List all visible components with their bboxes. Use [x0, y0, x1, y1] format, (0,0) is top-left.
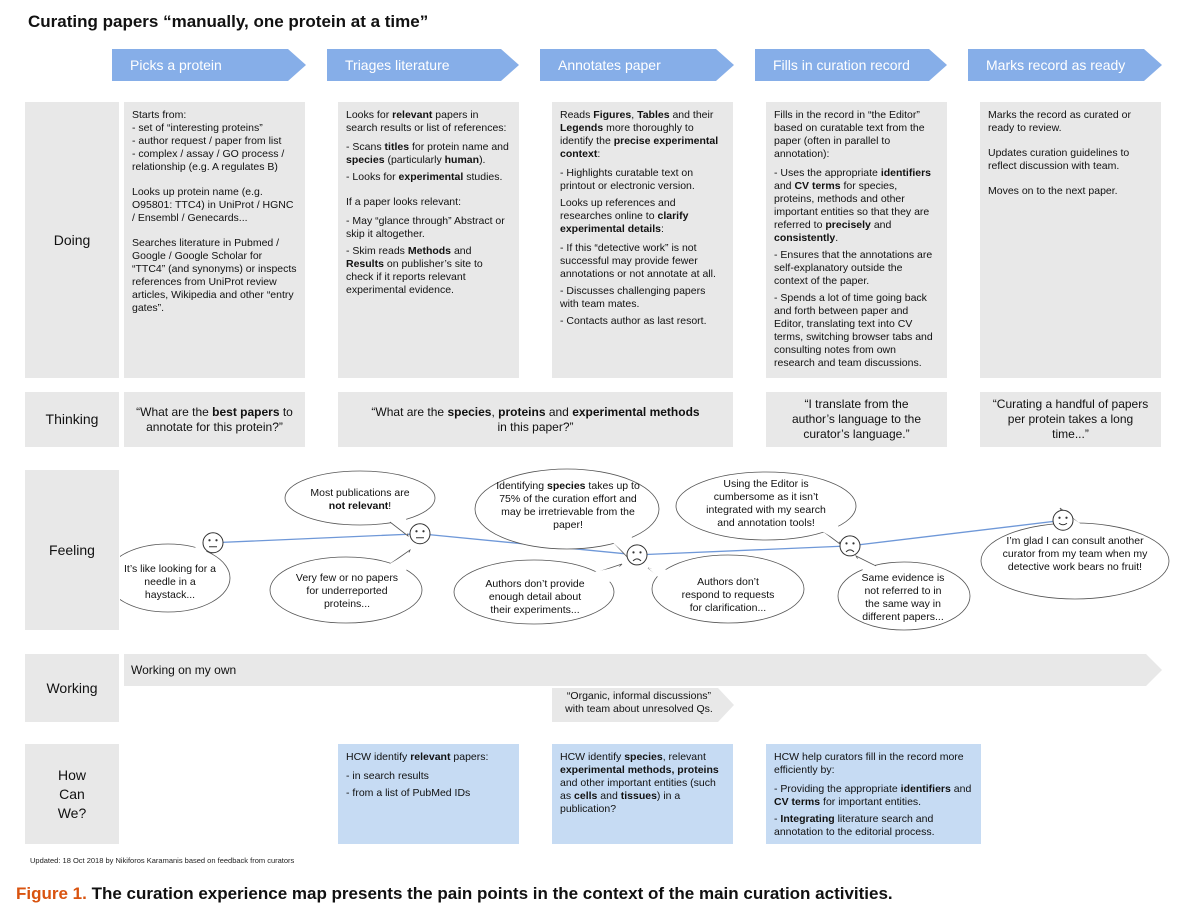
doing-triage-item: Scans titles for protein name and specie…: [346, 141, 511, 167]
doing-picks-item: complex / assay / GO process / relations…: [132, 148, 297, 174]
doing-picks-search: Searches literature in Pubmed / Google /…: [132, 237, 297, 314]
bubble-text-not-relevant: Most publications are not relevant!: [310, 487, 410, 512]
working-arrow-own: [124, 654, 1162, 686]
feeling-diagram: [120, 468, 1170, 631]
working-label-discussions: “Organic, informal discussions” with tea…: [565, 690, 713, 715]
face-icon: [1052, 509, 1074, 531]
doing-picks-lookup: Looks up protein name (e.g. O95801: TTC4…: [132, 186, 294, 224]
bubble-needle-haystack: [120, 538, 231, 613]
phase-triages-literature: Triages literature: [327, 49, 519, 81]
bubble-authors-detail: [453, 559, 623, 625]
doing-annotate-item: Contacts author as last resort.: [560, 315, 725, 328]
doing-triage-condition: If a paper looks relevant:: [346, 196, 461, 208]
row-label-we: We?: [57, 804, 87, 821]
row-label-feeling: Feeling: [25, 470, 119, 630]
bubble-text-editor: Using the Editor is cumbersome as it isn…: [706, 478, 826, 529]
working-label-own: Working on my own: [131, 663, 237, 677]
hcw-fill-intro: HCW help curators fill in the record mor…: [774, 751, 964, 776]
doing-annotate-item: Discusses challenging papers with team m…: [560, 285, 725, 311]
row-label-working: Working: [25, 654, 119, 722]
doing-picks-item: set of “interesting proteins”: [132, 122, 297, 135]
doing-fills-intro: Fills in the record in “the Editor” base…: [774, 109, 925, 160]
thinking-quote-fills: “I translate from the author’s language …: [766, 392, 947, 447]
figure-caption: Figure 1. The curation experience map pr…: [16, 884, 893, 904]
bubble-text-authors-detail: Authors don’t provide enough detail abou…: [485, 578, 585, 616]
doing-marks-item: Updates curation guidelines to reflect d…: [988, 147, 1130, 172]
figure-caption-text: The curation experience map presents the…: [86, 884, 893, 903]
doing-picks-item: author request / paper from list: [132, 135, 297, 148]
doing-marks-item: Moves on to the next paper.: [988, 185, 1118, 197]
row-label-how-can-we: How Can We?: [25, 744, 119, 844]
bubble-authors-respond: [647, 554, 805, 624]
face-icon: [202, 532, 224, 554]
bubble-not-relevant: [284, 470, 436, 538]
phase-marks-ready: Marks record as ready: [968, 49, 1162, 81]
bubble-editor-cumbersome: [675, 471, 857, 545]
bubble-same-evidence: [837, 555, 971, 631]
doing-card-annotate: Reads Figures, Tables and their Legends …: [552, 102, 733, 378]
face-icon: [409, 523, 431, 545]
doing-card-fills: Fills in the record in “the Editor” base…: [766, 102, 947, 378]
map-title: Curating papers “manually, one protein a…: [28, 12, 429, 31]
face-icon: [626, 544, 648, 566]
doing-triage-item: Looks for experimental studies.: [346, 171, 511, 184]
phase-fills-record: Fills in curation record: [755, 49, 947, 81]
hcw-species-text: HCW identify species, relevant experimen…: [560, 751, 719, 815]
bubble-few-papers: [269, 548, 423, 624]
hcw-card-fill-record: HCW help curators fill in the record mor…: [766, 744, 981, 844]
row-label-thinking: Thinking: [25, 392, 119, 447]
doing-picks-intro: Starts from:: [132, 109, 187, 121]
bubble-text-authors-respond: Authors don’t respond to requests for cl…: [681, 576, 775, 614]
figure-number: Figure 1.: [16, 884, 87, 903]
doing-triage-intro: Looks for relevant papers in search resu…: [346, 109, 507, 134]
doing-annotate-item: Highlights curatable text on printout or…: [560, 167, 725, 193]
bubble-species-effort: [474, 468, 660, 562]
hcw-relevant-item: in search results: [346, 770, 511, 783]
doing-card-marks: Marks the record as curated or ready to …: [980, 102, 1161, 378]
bubble-text-needle: It’s like looking for a needle in a hays…: [123, 563, 217, 601]
doing-annotate-item: If this “detective work” is not successf…: [560, 242, 725, 281]
bubble-text-glad-consult: I’m glad I can consult another curator f…: [1002, 535, 1148, 573]
doing-annotate-lookup: Looks up references and researches onlin…: [560, 197, 689, 235]
row-label-how: How: [57, 766, 86, 783]
bubble-text-species-effort: Identifying species takes up to 75% of t…: [496, 480, 640, 531]
hcw-card-species: HCW identify species, relevant experimen…: [552, 744, 733, 844]
doing-marks-item: Marks the record as curated or ready to …: [988, 109, 1131, 134]
update-footnote: Updated: 18 Oct 2018 by Nikiforos Karama…: [30, 856, 295, 865]
phase-picks-protein: Picks a protein: [112, 49, 306, 81]
doing-fills-item: Ensures that the annotations are self-ex…: [774, 249, 939, 288]
row-label-can: Can: [59, 785, 85, 802]
thinking-quote-triage-annotate: “What are the species, proteins and expe…: [338, 392, 733, 447]
doing-fills-item: Uses the appropriate identifiers and CV …: [774, 167, 939, 245]
working-arrow-discussions: [552, 688, 734, 722]
doing-card-picks: Starts from: set of “interesting protein…: [124, 102, 305, 378]
bubble-text-few-papers: Very few or no papers for underreported …: [295, 572, 399, 610]
thinking-quote-marks: “Curating a handful of papers per protei…: [980, 392, 1161, 447]
thinking-quote-picks: “What are the best papers to annotate fo…: [124, 392, 305, 447]
doing-triage-item: Skim reads Methods and Results on publis…: [346, 245, 511, 297]
hcw-relevant-item: from a list of PubMed IDs: [346, 787, 511, 800]
hcw-relevant-intro: HCW identify relevant papers:: [346, 751, 489, 763]
doing-annotate-intro: Reads Figures, Tables and their Legends …: [560, 109, 719, 160]
bubble-text-same-evidence: Same evidence is not referred to in the …: [861, 572, 945, 623]
doing-triage-item: May “glance through” Abstract or skip it…: [346, 215, 511, 241]
hcw-fill-item: Integrating literature search and annota…: [774, 813, 973, 839]
doing-fills-item: Spends a lot of time going back and fort…: [774, 292, 939, 370]
doing-card-triage: Looks for relevant papers in search resu…: [338, 102, 519, 378]
face-icon: [839, 535, 861, 557]
phase-annotates-paper: Annotates paper: [540, 49, 734, 81]
row-label-doing: Doing: [25, 102, 119, 378]
hcw-fill-item: Providing the appropriate identifiers an…: [774, 783, 973, 809]
hcw-card-relevant: HCW identify relevant papers: in search …: [338, 744, 519, 844]
